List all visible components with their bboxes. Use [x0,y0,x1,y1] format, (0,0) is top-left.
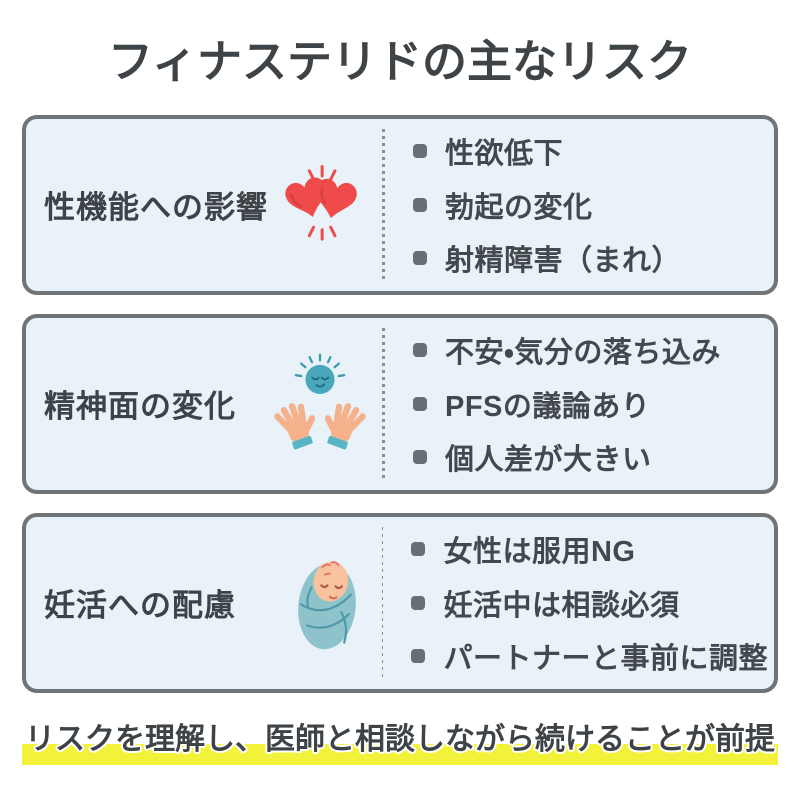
list-item: パートナーと事前に調整 [411,635,768,677]
card-bullet-list: 女性は服用NG 妊活中は相談必須 パートナーと事前に調整 [383,517,774,689]
footer-message: リスクを理解し、医師と相談しながら続けることが前提 [0,713,800,765]
risk-item-label: 性欲低下 [445,138,564,171]
risk-item-label: 射精障害（まれ） [445,245,682,278]
bullet-square-icon [413,197,427,212]
risk-item-label: 不安・気分の落ち込み [445,337,721,370]
card-pregnancy-care: 妊活への配慮 女性は服用NG [22,512,778,693]
risk-item-label: PFSの議論あり [445,390,651,423]
risk-item-label: 勃起の変化 [445,191,593,224]
bullet-square-icon [413,396,427,411]
hands-holding-sun-icon [270,349,370,459]
dotted-divider [382,526,384,679]
page-title: フィナステリドの主なリスク [107,36,693,87]
list-item: 妊活中は相談必須 [411,582,768,624]
risk-item-label: 妊活中は相談必須 [443,589,680,622]
card-title: 妊活への配慮 [44,588,236,624]
footer-highlighted-text: リスクを理解し、医師と相談しながら続けることが前提 [22,713,778,765]
bullet-square-icon [413,450,427,465]
card-bullet-list: 不安・気分の落ち込み PFSの議論あり 個人差が大きい [385,318,774,490]
card-mental-changes: 精神面の変化 [22,313,778,494]
bullet-square-icon [413,144,427,159]
dotted-divider [382,327,385,480]
bullet-square-icon [411,595,426,610]
bullet-square-icon [411,542,426,557]
dotted-divider [382,128,385,281]
risk-item-label: 個人差が大きい [445,444,652,477]
card-header: 妊活への配慮 [26,517,382,689]
bullet-square-icon [413,251,427,266]
bullet-square-icon [411,649,426,664]
card-title: 性機能への影響 [44,190,268,226]
swaddled-baby-icon [284,542,370,664]
risk-cards: 性機能への影響 [22,114,778,693]
list-item: 性欲低下 [413,130,768,172]
risk-item-label: パートナーと事前に調整 [443,643,768,676]
card-title: 精神面の変化 [44,389,236,425]
list-item: PFSの議論あり [413,383,768,425]
list-item: 不安・気分の落ち込み [413,329,768,371]
list-item: 勃起の変化 [413,184,768,226]
list-item: 射精障害（まれ） [413,237,768,279]
card-sexual-function: 性機能への影響 [22,114,778,295]
card-header: 性機能への影響 [26,119,382,291]
bullet-square-icon [413,343,427,358]
list-item: 女性は服用NG [411,528,768,570]
clashing-hearts-icon [276,161,370,249]
risk-item-label: 女性は服用NG [443,536,636,569]
list-item: 個人差が大きい [413,436,768,478]
card-header: 精神面の変化 [26,318,382,490]
card-bullet-list: 性欲低下 勃起の変化 射精障害（まれ） [385,119,774,291]
